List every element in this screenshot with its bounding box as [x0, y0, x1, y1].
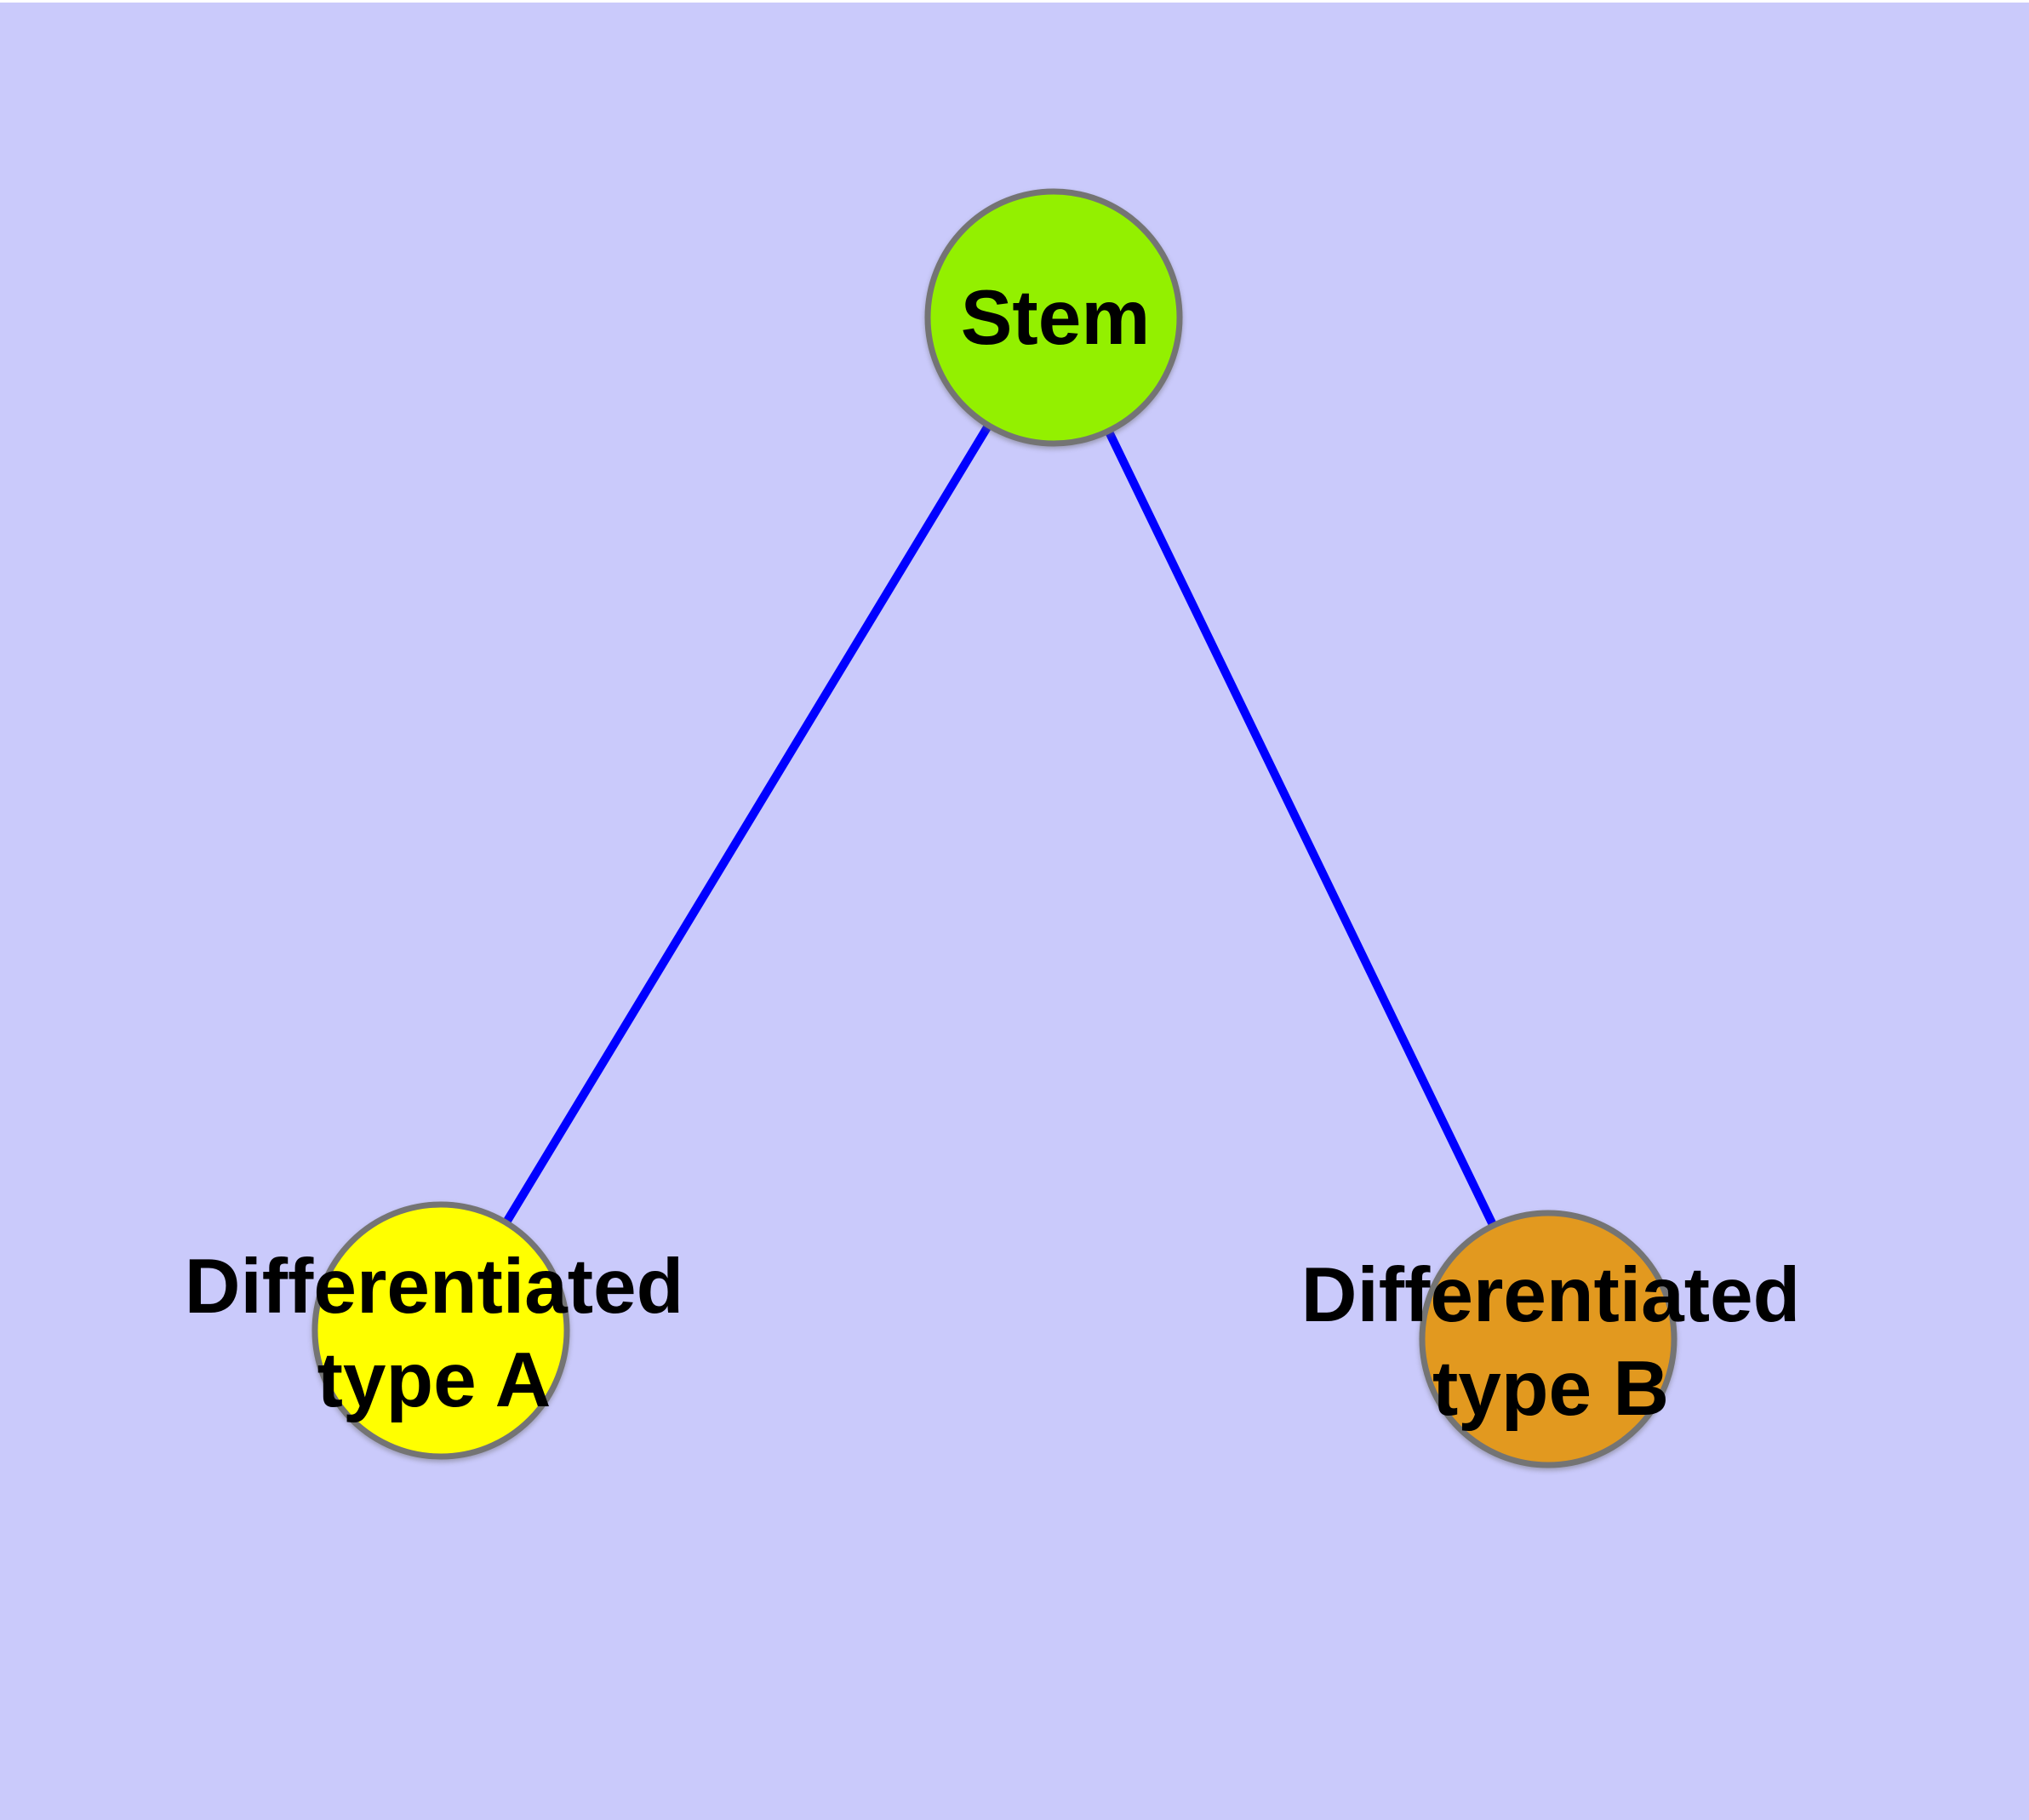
edge-stem-to-type-a — [437, 315, 1058, 1333]
edge-stem-to-type-b — [1049, 315, 1552, 1342]
type-b-node-circle — [1419, 1210, 1677, 1468]
canvas-top-edge — [0, 0, 2029, 3]
type-a-node-label: Differentiated type A — [184, 1243, 684, 1423]
stem-node-circle — [924, 188, 1183, 447]
stem-node-label: Stem — [960, 274, 1151, 361]
type-a-node-circle — [311, 1201, 570, 1460]
type-b-node-label: Differentiated type B — [1300, 1251, 1801, 1432]
